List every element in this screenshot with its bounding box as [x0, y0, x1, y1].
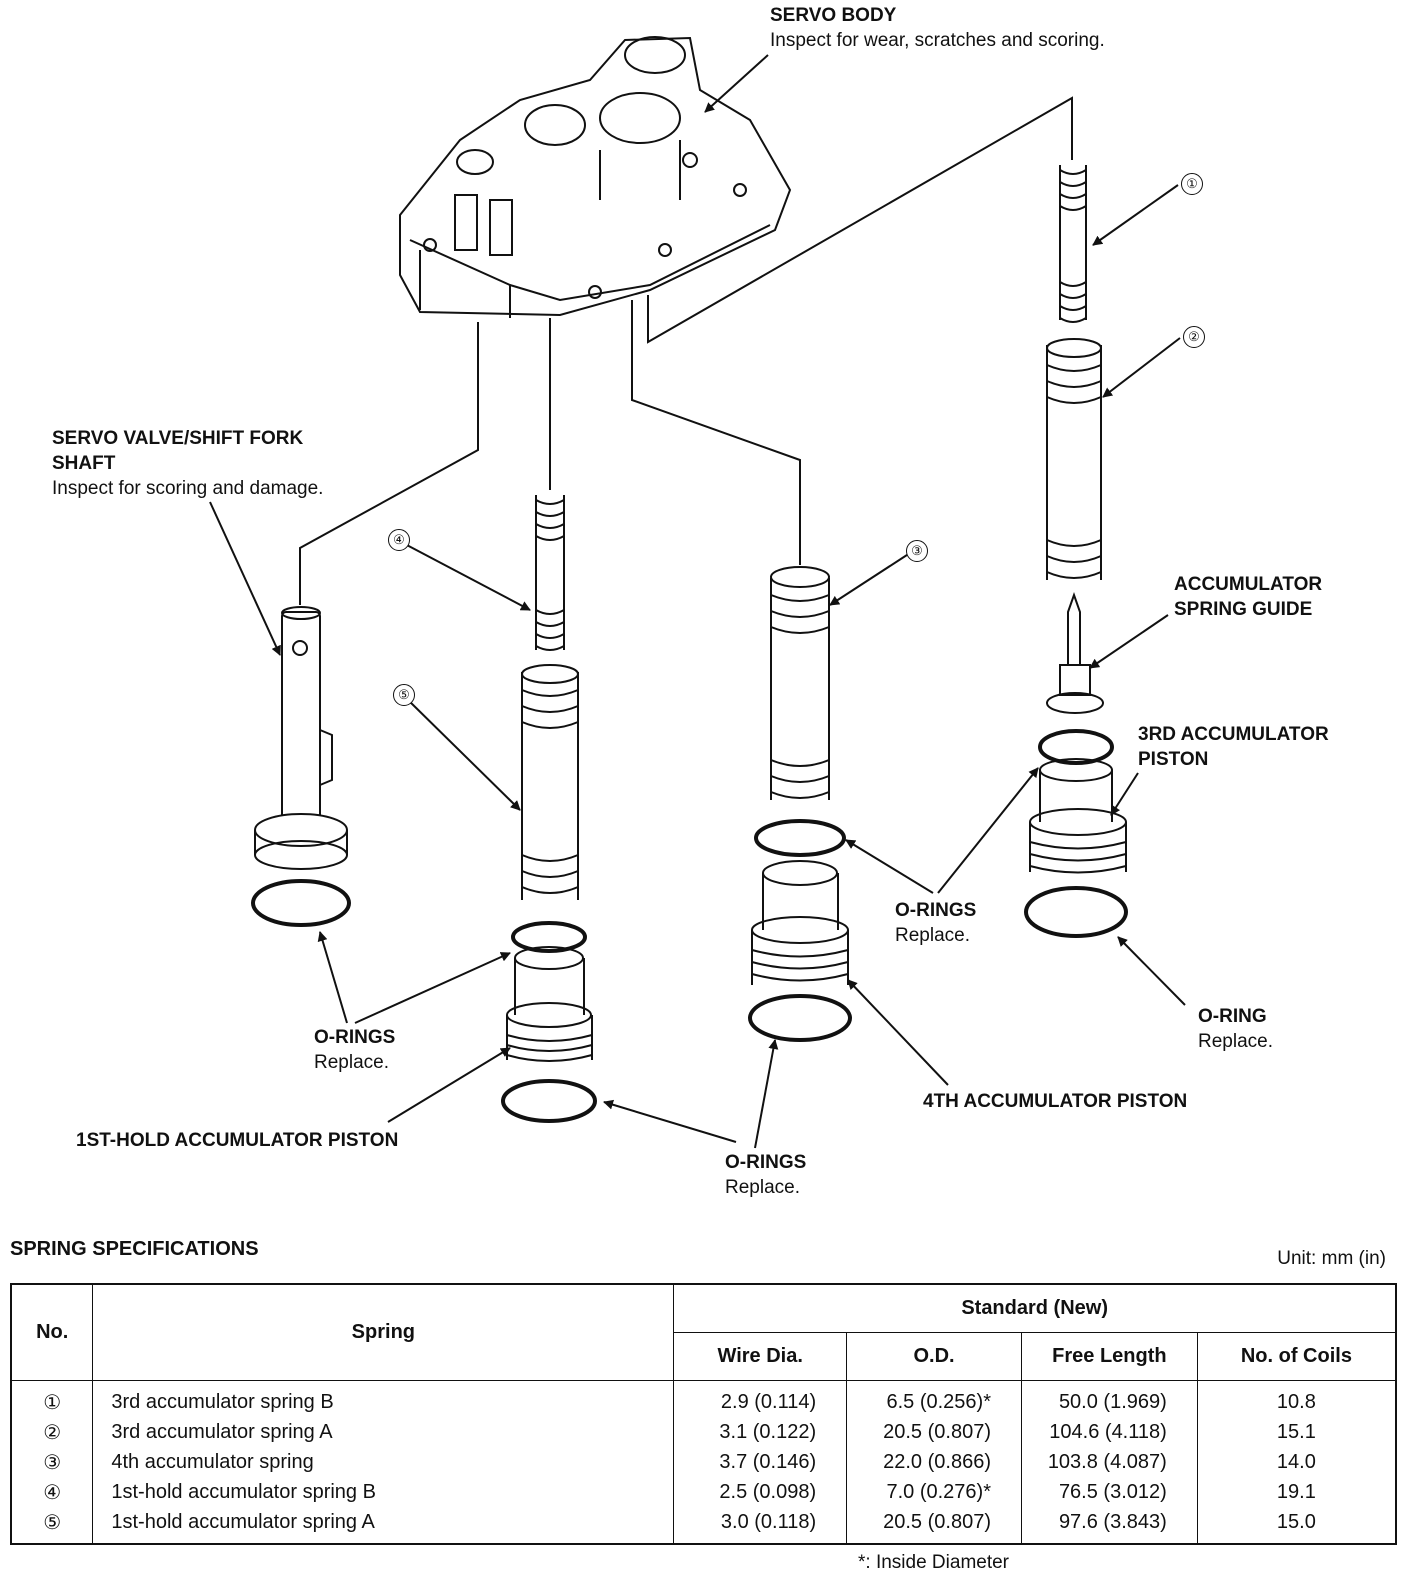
servo-valve-title-2: SHAFT [52, 453, 116, 474]
orings-bottom-title: O-RINGS [725, 1152, 807, 1173]
table-row: ③ 4th accumulator spring 3.7 (0.146) 22.… [10, 1447, 1397, 1477]
servo-valve-note: Inspect for scoring and damage. [52, 478, 324, 499]
orings-center-title: O-RINGS [895, 900, 977, 921]
footnote: *: Inside Diameter [858, 1552, 1010, 1573]
row-coils: 15.1 [1196, 1417, 1397, 1447]
orings-bottom-note: Replace. [725, 1177, 800, 1198]
servo-body-label: SERVO BODY Inspect for wear, scratches a… [770, 3, 1105, 53]
row-wire-dia: 3.1 (0.122) [673, 1417, 848, 1447]
oring-right-title: O-RING [1198, 1006, 1267, 1027]
table-row: ① 3rd accumulator spring B 2.9 (0.114) 6… [10, 1380, 1397, 1417]
header-spring: Spring [92, 1283, 675, 1381]
diagram-drawing [209, 36, 1186, 1149]
servo-body [399, 36, 792, 318]
header-wire-dia: Wire Dia. [673, 1332, 848, 1381]
row-wire-dia: 3.7 (0.146) [673, 1447, 848, 1477]
row-spring: 4th accumulator spring [92, 1447, 675, 1477]
servo-valve-shaft [251, 606, 351, 927]
third-piston-title-2: PISTON [1138, 749, 1209, 770]
row-no: ③ [10, 1447, 94, 1477]
oring-right-label: O-RING Replace. [1198, 1004, 1273, 1054]
row-no: ② [10, 1417, 94, 1447]
row-free-length: 104.6 (4.118) [1020, 1417, 1198, 1447]
callout-3: ③ [906, 540, 928, 562]
spring-guide-title-1: ACCUMULATOR [1174, 574, 1323, 595]
callout-5: ⑤ [393, 684, 415, 706]
spring-1 [1059, 165, 1087, 323]
leader-servo-valve [299, 322, 479, 605]
third-piston [1024, 729, 1128, 938]
row-spring: 1st-hold accumulator spring B [92, 1477, 675, 1507]
first-hold-piston-title: 1ST-HOLD ACCUMULATOR PISTON [76, 1130, 399, 1151]
spring-3 [770, 566, 830, 800]
orings-left-note: Replace. [314, 1052, 389, 1073]
row-no: ④ [10, 1477, 94, 1507]
servo-valve-title-1: SERVO VALVE/SHIFT FORK [52, 428, 304, 449]
callout-2: ② [1183, 326, 1205, 348]
row-wire-dia: 2.5 (0.098) [673, 1477, 848, 1507]
fourth-piston [748, 819, 852, 1042]
leader-spring-1 [647, 96, 1073, 344]
row-no: ① [10, 1380, 94, 1417]
header-coils: No. of Coils [1196, 1332, 1397, 1381]
spring-guide [1046, 591, 1104, 714]
row-wire-dia: 3.0 (0.118) [673, 1507, 848, 1544]
orings-left-label: O-RINGS Replace. [314, 1025, 395, 1075]
leader-arrows [209, 54, 1186, 1149]
servo-body-note: Inspect for wear, scratches and scoring. [770, 30, 1105, 51]
row-coils: 10.8 [1196, 1380, 1397, 1417]
row-od: 22.0 (0.866) [846, 1447, 1022, 1477]
callout-4: ④ [388, 529, 410, 551]
row-coils: 19.1 [1196, 1477, 1397, 1507]
servo-valve-label: SERVO VALVE/SHIFT FORK SHAFT Inspect for… [52, 426, 323, 501]
row-spring: 3rd accumulator spring A [92, 1417, 675, 1447]
spec-title: SPRING SPECIFICATIONS [10, 1238, 259, 1260]
row-od: 20.5 (0.807) [846, 1417, 1022, 1447]
unit-note: Unit: mm (in) [1277, 1248, 1386, 1269]
row-free-length: 50.0 (1.969) [1020, 1380, 1198, 1417]
header-standard: Standard (New) [673, 1283, 1397, 1333]
header-no: No. [10, 1283, 94, 1381]
exploded-diagram: SERVO BODY Inspect for wear, scratches a… [52, 3, 1329, 1200]
spring-4 [535, 495, 565, 651]
oring-right-note: Replace. [1198, 1031, 1273, 1052]
third-piston-label: 3RD ACCUMULATOR PISTON [1138, 722, 1329, 772]
row-wire-dia: 2.9 (0.114) [673, 1380, 848, 1417]
spring-5 [521, 664, 579, 900]
row-spring: 3rd accumulator spring B [92, 1380, 675, 1417]
row-od: 20.5 (0.807) [846, 1507, 1022, 1544]
header-od: O.D. [846, 1332, 1022, 1381]
row-no: ⑤ [10, 1507, 94, 1544]
spring-2 [1046, 338, 1102, 580]
orings-bottom-label: O-RINGS Replace. [725, 1150, 806, 1200]
row-od: 7.0 (0.276)* [846, 1477, 1022, 1507]
first-hold-piston [501, 921, 597, 1123]
table-row: ⑤ 1st-hold accumulator spring A 3.0 (0.1… [10, 1507, 1397, 1544]
row-free-length: 103.8 (4.087) [1020, 1447, 1198, 1477]
orings-left-title: O-RINGS [314, 1027, 396, 1048]
fourth-piston-label: 4TH ACCUMULATOR PISTON [923, 1089, 1187, 1114]
third-piston-title-1: 3RD ACCUMULATOR [1138, 724, 1329, 745]
spring-guide-label: ACCUMULATOR SPRING GUIDE [1174, 572, 1322, 622]
fourth-piston-title: 4TH ACCUMULATOR PISTON [923, 1091, 1188, 1112]
callout-1: ① [1181, 173, 1203, 195]
servo-body-title: SERVO BODY [770, 5, 897, 26]
row-coils: 14.0 [1196, 1447, 1397, 1477]
orings-center-note: Replace. [895, 925, 970, 946]
orings-center-label: O-RINGS Replace. [895, 898, 976, 948]
table-row: ② 3rd accumulator spring A 3.1 (0.122) 2… [10, 1417, 1397, 1447]
first-hold-piston-label: 1ST-HOLD ACCUMULATOR PISTON [76, 1128, 398, 1153]
row-coils: 15.0 [1196, 1507, 1397, 1544]
table-row: ④ 1st-hold accumulator spring B 2.5 (0.0… [10, 1477, 1397, 1507]
leader-spring-3 [631, 300, 801, 565]
spring-guide-title-2: SPRING GUIDE [1174, 599, 1313, 620]
spec-table: No. Spring Standard (New) Wire Dia. O.D.… [10, 1283, 1397, 1545]
header-free-length: Free Length [1020, 1332, 1198, 1381]
row-od: 6.5 (0.256)* [846, 1380, 1022, 1417]
row-free-length: 97.6 (3.843) [1020, 1507, 1198, 1544]
row-spring: 1st-hold accumulator spring A [92, 1507, 675, 1544]
row-free-length: 76.5 (3.012) [1020, 1477, 1198, 1507]
